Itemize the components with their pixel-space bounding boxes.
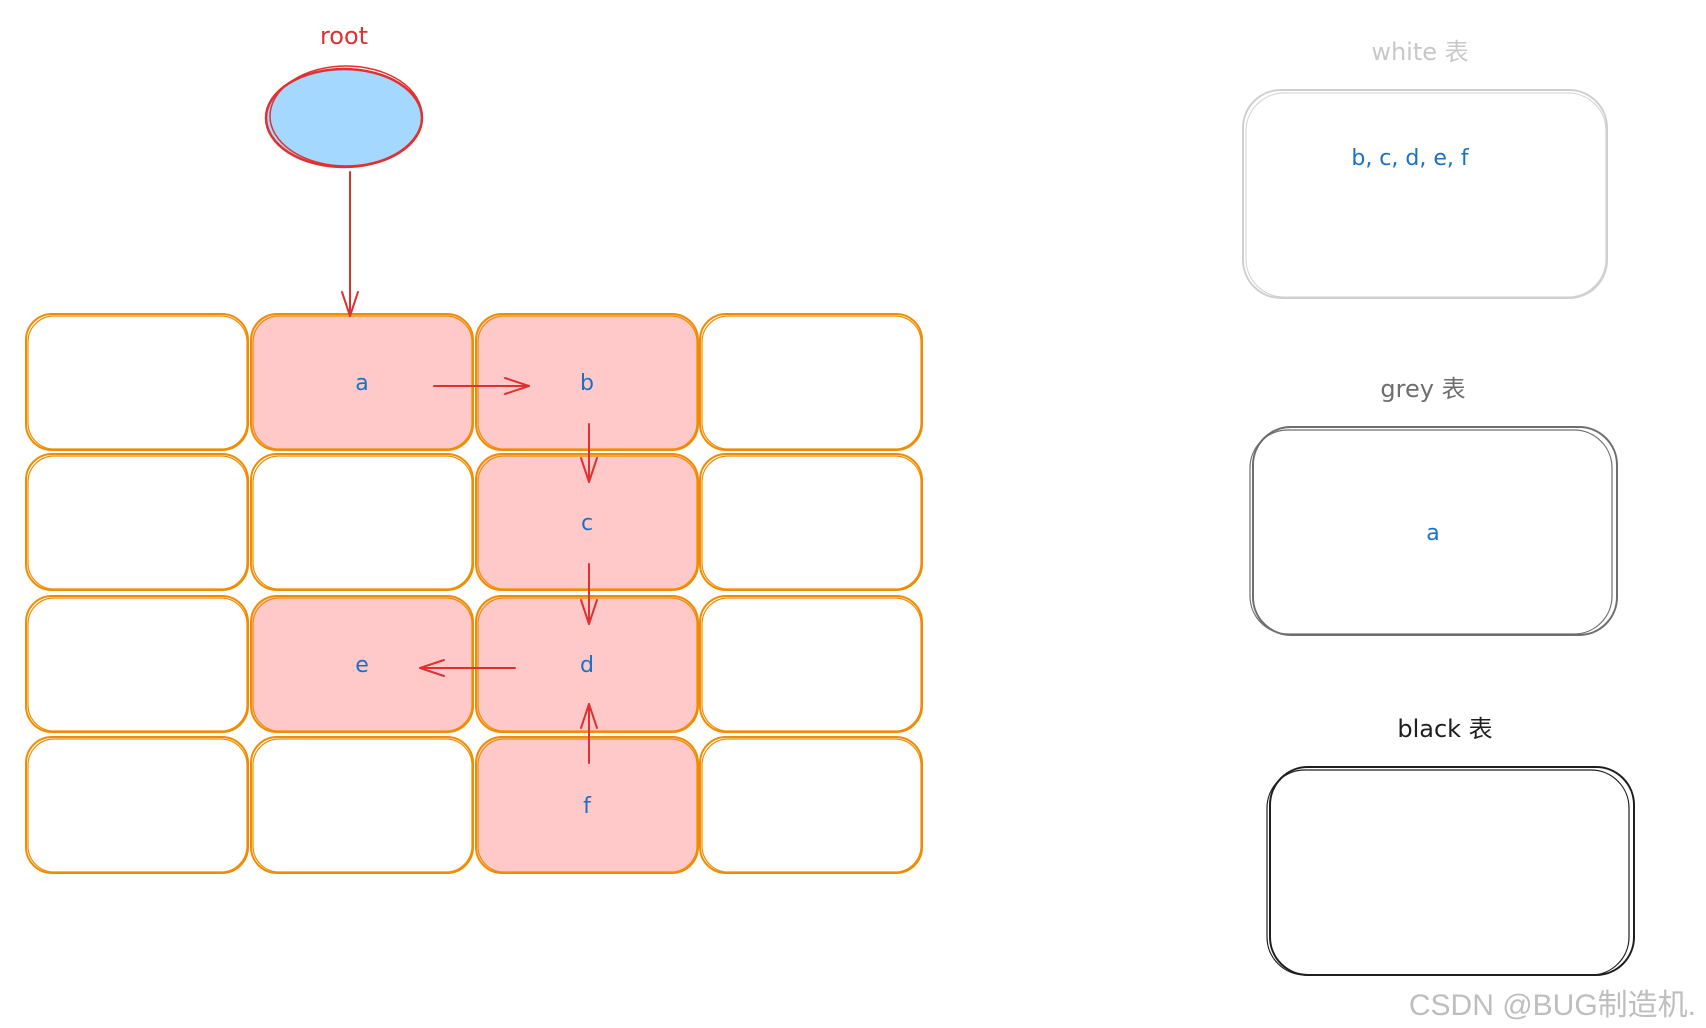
heap-cell (699, 453, 923, 591)
grey-table-title: grey 表 (1380, 375, 1465, 403)
heap-object-label: e (355, 653, 369, 678)
heap-cell (25, 453, 249, 591)
heap-object-label: f (583, 794, 592, 819)
grey-table-content: a (1426, 521, 1439, 546)
reference-edges (341, 171, 598, 764)
heap-object-label: a (355, 371, 368, 396)
root-node: root (264, 22, 424, 169)
grey-table: grey 表 a (1249, 375, 1618, 636)
white-table-content: b, c, d, e, f (1351, 146, 1470, 171)
heap-object-label: d (580, 653, 594, 678)
black-table: black 表 (1266, 715, 1635, 976)
heap-grid: a b c e d f (25, 313, 923, 874)
heap-object-d: d (475, 595, 699, 733)
white-table-box (1242, 89, 1608, 299)
heap-cell (250, 453, 474, 591)
black-table-box (1269, 766, 1635, 976)
heap-cell (25, 736, 249, 874)
heap-cell (699, 313, 923, 451)
heap-cell (699, 736, 923, 874)
heap-object-label: b (580, 371, 594, 396)
heap-object-b: b (475, 313, 699, 451)
heap-object-a: a (250, 313, 474, 451)
heap-cell (250, 736, 474, 874)
heap-object-f: f (475, 736, 699, 874)
black-table-title: black 表 (1397, 715, 1492, 743)
heap-cell (25, 595, 249, 733)
heap-object-e: e (250, 595, 474, 733)
heap-object-c: c (475, 453, 699, 591)
grey-table-box (1252, 426, 1618, 636)
heap-object-label: c (581, 511, 593, 536)
watermark: CSDN @BUG制造机. (1408, 989, 1696, 1022)
heap-cell (25, 313, 249, 451)
heap-cell (699, 595, 923, 733)
white-table: white 表 b, c, d, e, f (1242, 38, 1608, 299)
white-table-title: white 表 (1371, 38, 1468, 66)
root-label: root (320, 22, 368, 50)
